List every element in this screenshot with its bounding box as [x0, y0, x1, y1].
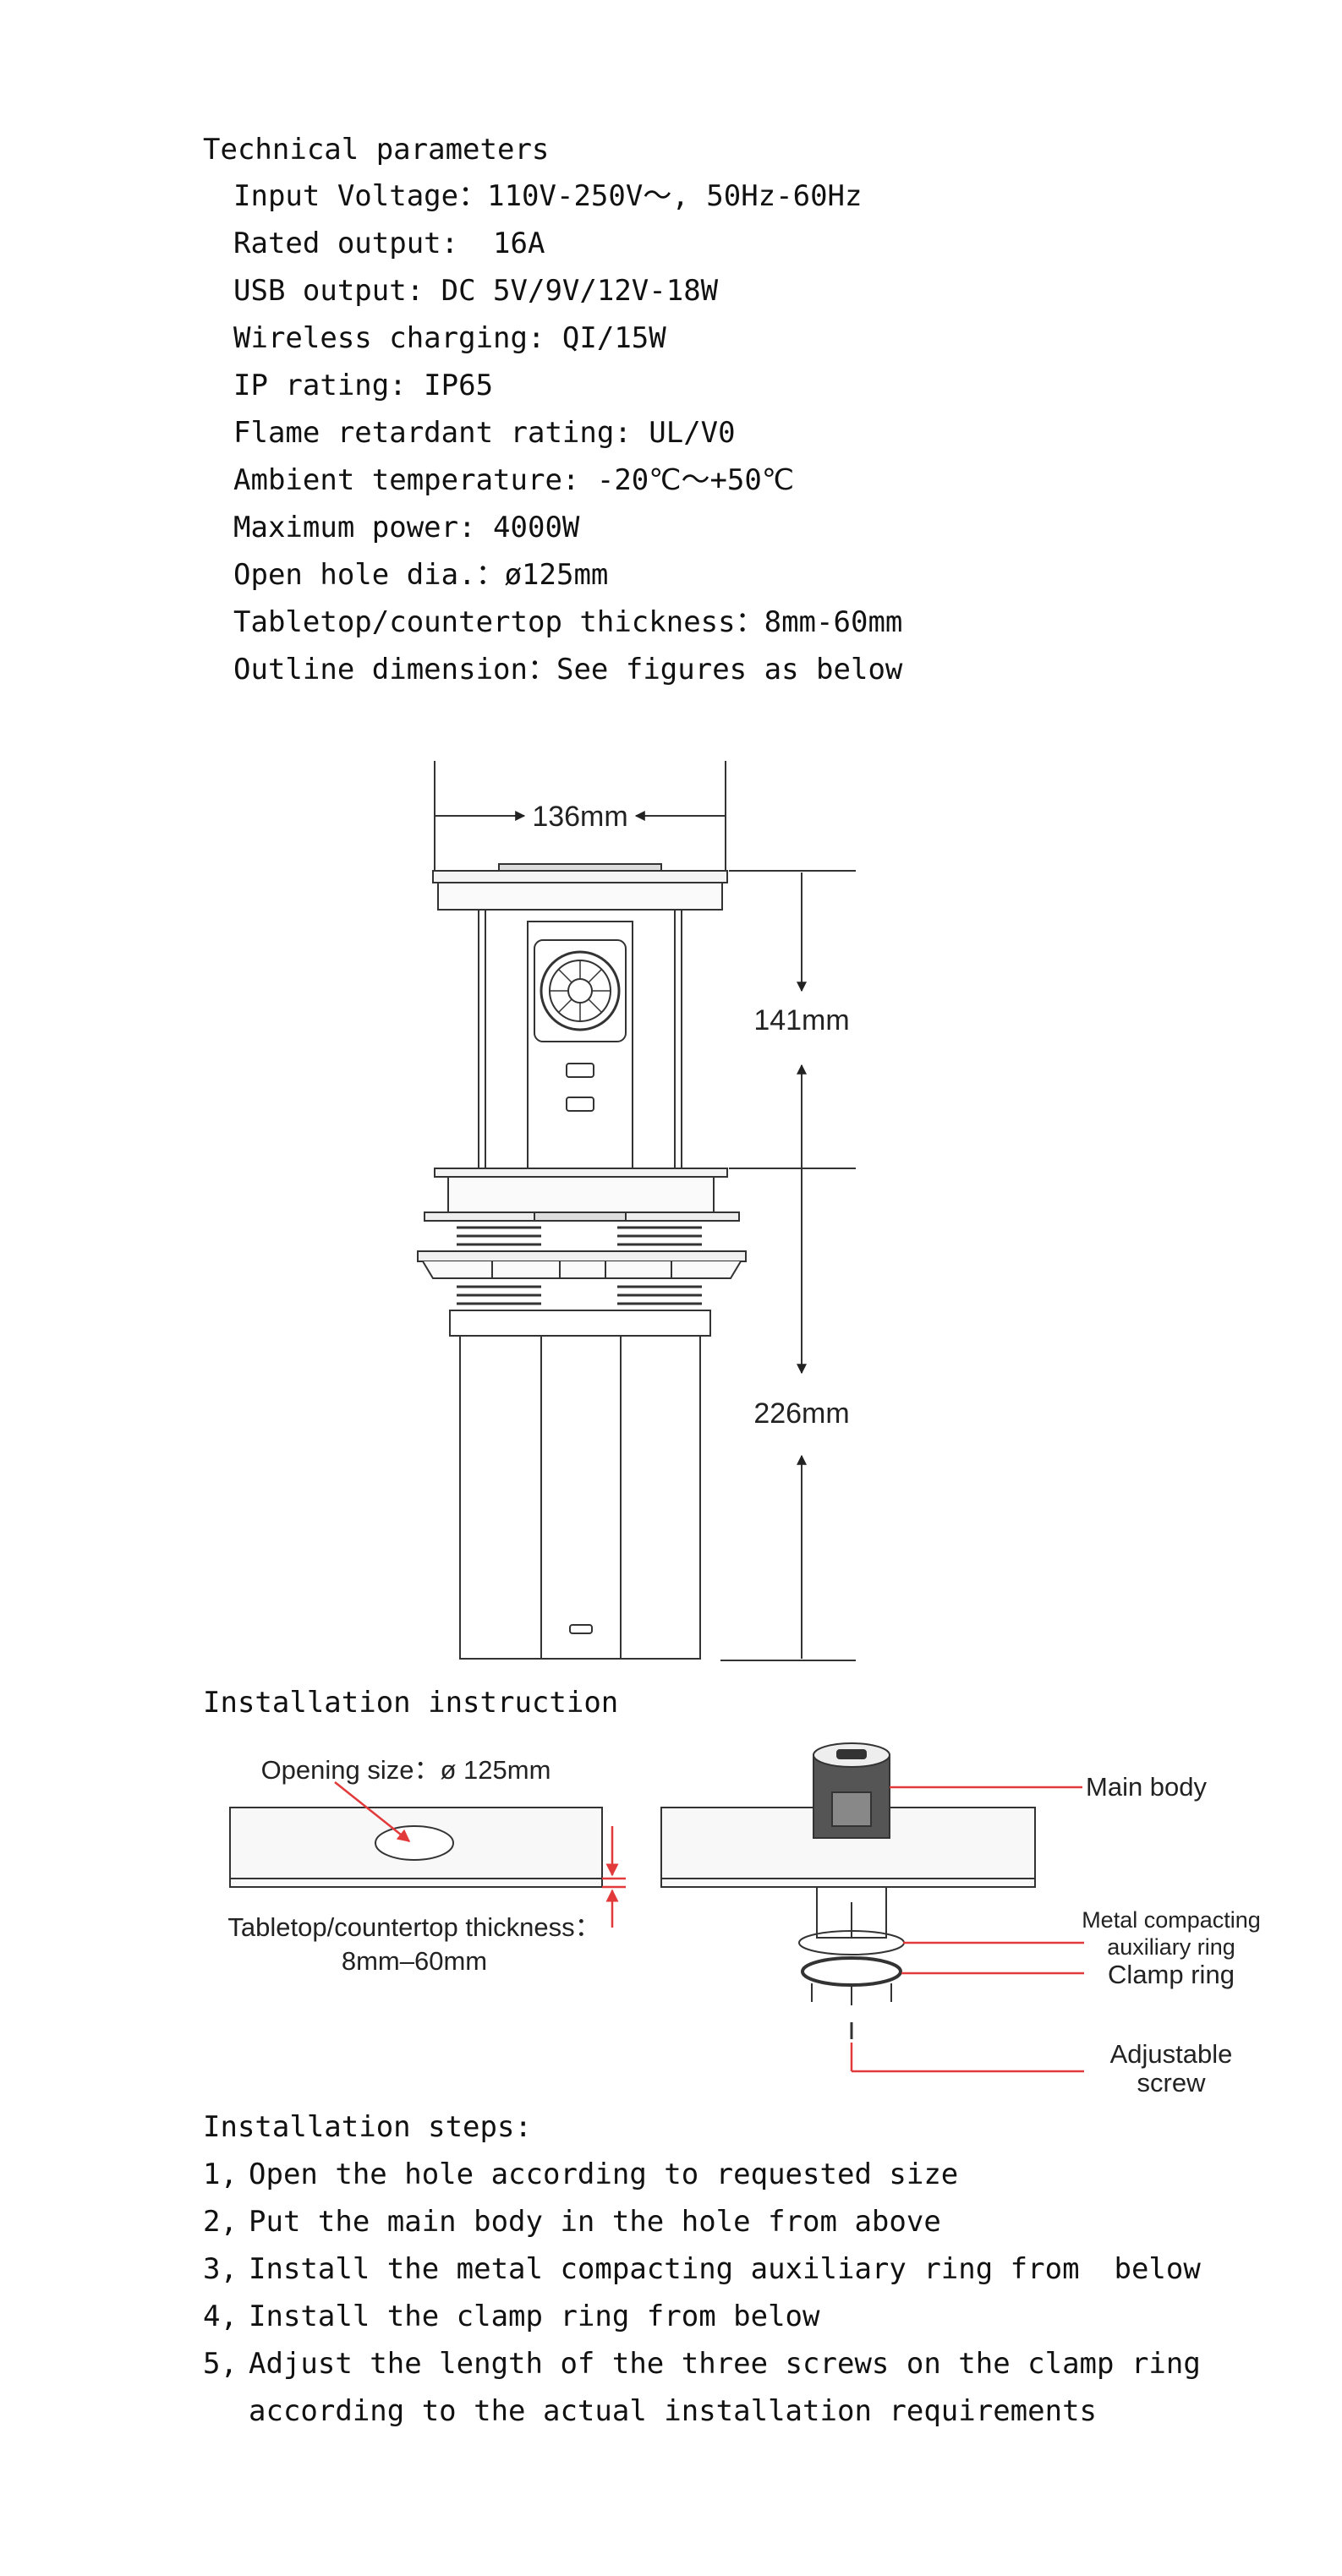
spec-open-hole: Open hole dia.：ø125mm: [233, 558, 609, 592]
thickness-label-line1: Tabletop/countertop thickness：: [227, 1912, 600, 1942]
outline-dimension-drawing: 136mm 141mm 226mm: [417, 761, 856, 1661]
spec-usb-output: USB output: DC 5V/9V/12V-18W: [233, 274, 719, 308]
thickness-label-line2: 8mm–60mm: [342, 1946, 487, 1976]
step-item: 2, Put the main body in the hole from abo…: [203, 2198, 1201, 2245]
step-number: 1,: [203, 2158, 238, 2191]
spec-input-voltage: Input Voltage：110V-250V～, 50Hz-60Hz: [233, 179, 863, 213]
main-body-label: Main body: [1086, 1772, 1208, 1802]
step-item: 4, Install the clamp ring from below: [203, 2293, 1201, 2340]
installation-steps-title: Installation steps:: [203, 2110, 532, 2144]
step-number: 4,: [203, 2300, 238, 2333]
installation-steps: Installation steps: 1, Open the hole acco…: [203, 2103, 1201, 2435]
step-number: 2,: [203, 2205, 238, 2239]
step-text: Put the main body in the hole from above: [249, 2205, 941, 2239]
width-dimension-label: 136mm: [532, 801, 627, 833]
upper-height-label: 141mm: [753, 1004, 849, 1036]
spec-outline: Outline dimension：See figures as below: [233, 653, 903, 686]
step-item: 1, Open the hole according to requested s…: [203, 2151, 1201, 2198]
spec-ip-rating: IP rating: IP65: [233, 369, 494, 402]
metal-ring-label-line1: Metal compacting: [1082, 1907, 1261, 1933]
spec-wireless-charging: Wireless charging: QI/15W: [233, 321, 666, 355]
technical-parameters-title: Technical parameters: [203, 133, 550, 167]
spec-ambient-temperature: Ambient temperature: -20℃～+50℃: [233, 463, 795, 497]
spec-rated-output: Rated output: 16A: [233, 227, 545, 260]
installation-diagram: Opening size：ø 125mm Tabletop/countertop…: [227, 1742, 1261, 2097]
spec-flame-rating: Flame retardant rating: UL/V0: [233, 416, 736, 450]
step-text: Open the hole according to requested siz…: [249, 2158, 959, 2191]
clamp-ring-label: Clamp ring: [1108, 1960, 1235, 1989]
step-text: Adjust the length of the three screws on…: [249, 2347, 1201, 2381]
step-continuation: according to the actual installation req…: [249, 2394, 1098, 2428]
opening-size-label: Opening size：ø 125mm: [261, 1755, 551, 1785]
screw-label-line1: Adjustable: [1110, 2039, 1233, 2069]
step-item: 5, Adjust the length of the three screws …: [203, 2340, 1201, 2387]
installation-instruction-title: Installation instruction: [203, 1686, 619, 1720]
metal-ring-label-line2: auxiliary ring: [1107, 1934, 1235, 1960]
technical-parameters: Technical parameters Input Voltage：110V-…: [203, 127, 902, 693]
step-item: 3, Install the metal compacting auxiliary…: [203, 2245, 1201, 2293]
step-text: Install the clamp ring from below: [249, 2300, 820, 2333]
lower-height-label: 226mm: [753, 1397, 849, 1430]
step-number: 3,: [203, 2252, 238, 2286]
step-text: Install the metal compacting auxiliary r…: [249, 2252, 1201, 2286]
step-number: 5,: [203, 2347, 238, 2381]
screw-label-line2: screw: [1137, 2068, 1207, 2097]
spec-maximum-power: Maximum power: 4000W: [233, 511, 580, 544]
spec-thickness: Tabletop/countertop thickness：8mm-60mm: [233, 605, 903, 639]
